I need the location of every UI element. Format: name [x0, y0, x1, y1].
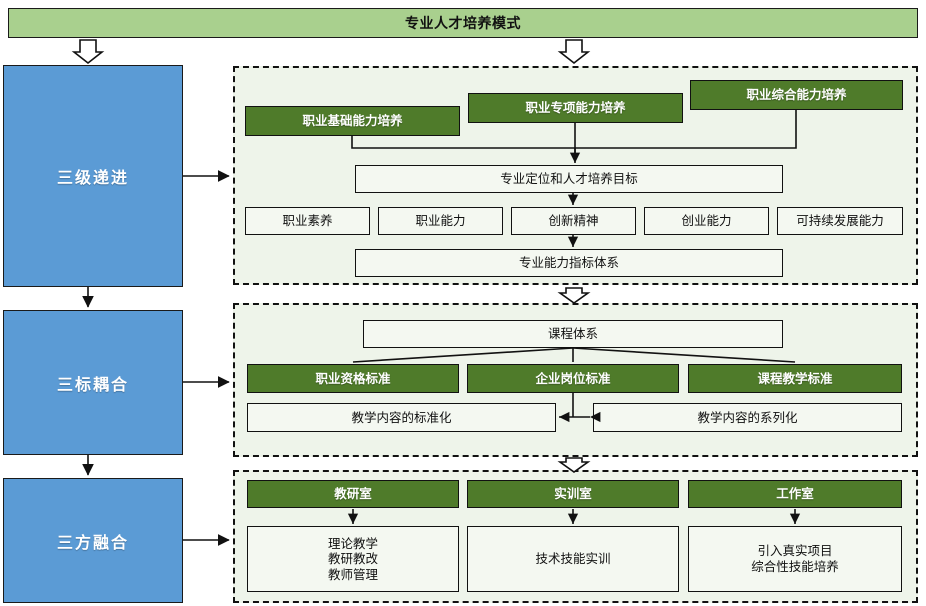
- index-system-box[interactable]: 专业能力指标体系: [355, 249, 783, 277]
- page-title: 专业人才培养模式: [8, 8, 918, 38]
- competency-label: 职业能力: [415, 213, 466, 229]
- ladder-label: 职业专项能力培养: [525, 100, 626, 116]
- room-detail-studio[interactable]: 引入真实项目 综合性技能培养: [688, 526, 902, 592]
- index-system-label: 专业能力指标体系: [518, 255, 619, 271]
- room-box-studio[interactable]: 工作室: [688, 480, 902, 508]
- outcome-box-serialization[interactable]: 教学内容的系列化: [593, 403, 902, 432]
- standard-label: 课程教学标准: [757, 370, 833, 386]
- ladder-box-basic[interactable]: 职业基础能力培养: [245, 106, 460, 136]
- standard-box-course-teaching[interactable]: 课程教学标准: [688, 364, 902, 393]
- stage-box-three-standard-coupling[interactable]: 三标耦合: [3, 310, 183, 455]
- ladder-box-specialized[interactable]: 职业专项能力培养: [468, 93, 683, 123]
- competency-box-4[interactable]: 创业能力: [644, 207, 769, 235]
- stage-box-tripartite-integration[interactable]: 三方融合: [3, 478, 183, 603]
- stage-label: 三级递进: [56, 168, 129, 187]
- standard-box-enterprise-post[interactable]: 企业岗位标准: [467, 364, 679, 393]
- goal-label: 专业定位和人才培养目标: [500, 171, 638, 187]
- room-title: 工作室: [776, 486, 814, 502]
- room-box-training[interactable]: 实训室: [467, 480, 679, 508]
- competency-box-2[interactable]: 职业能力: [378, 207, 503, 235]
- competency-box-3[interactable]: 创新精神: [511, 207, 636, 235]
- competency-box-1[interactable]: 职业素养: [245, 207, 370, 235]
- standard-box-vocational-qualification[interactable]: 职业资格标准: [247, 364, 459, 393]
- block-arrow-panel1-panel2: [557, 287, 591, 304]
- room-title: 实训室: [554, 486, 592, 502]
- outcome-box-standardization[interactable]: 教学内容的标准化: [247, 403, 556, 432]
- competency-label: 创新精神: [548, 213, 599, 229]
- outcome-label: 教学内容的系列化: [697, 409, 798, 425]
- competency-box-5[interactable]: 可持续发展能力: [777, 207, 903, 235]
- curriculum-box[interactable]: 课程体系: [363, 320, 783, 348]
- room-detail-text: 理论教学 教研教改 教师管理: [327, 535, 378, 582]
- room-detail-text: 引入真实项目 综合性技能培养: [751, 543, 839, 574]
- block-arrow-title-to-panel: [557, 39, 591, 65]
- ladder-label: 职业基础能力培养: [302, 113, 403, 129]
- competency-label: 创业能力: [681, 213, 732, 229]
- stage-label: 三标耦合: [56, 374, 129, 394]
- room-box-teaching-research[interactable]: 教研室: [247, 480, 459, 508]
- outcome-label: 教学内容的标准化: [351, 409, 452, 425]
- ladder-label: 职业综合能力培养: [746, 87, 847, 103]
- curriculum-label: 课程体系: [547, 326, 598, 342]
- room-detail-teaching-research[interactable]: 理论教学 教研教改 教师管理: [247, 526, 459, 592]
- room-detail-text: 技术技能实训: [535, 551, 611, 567]
- competency-label: 职业素养: [282, 213, 333, 229]
- block-arrow-title-to-stage: [71, 39, 105, 65]
- stage-label: 三方融合: [56, 532, 129, 552]
- room-detail-training[interactable]: 技术技能实训: [467, 526, 679, 592]
- competency-label: 可持续发展能力: [796, 213, 884, 229]
- standard-label: 职业资格标准: [315, 370, 391, 386]
- ladder-box-comprehensive[interactable]: 职业综合能力培养: [690, 80, 903, 110]
- standard-label: 企业岗位标准: [535, 370, 611, 386]
- room-title: 教研室: [334, 486, 372, 502]
- goal-box[interactable]: 专业定位和人才培养目标: [355, 165, 783, 193]
- stage-box-three-level-progression[interactable]: 三级递进: [3, 65, 183, 287]
